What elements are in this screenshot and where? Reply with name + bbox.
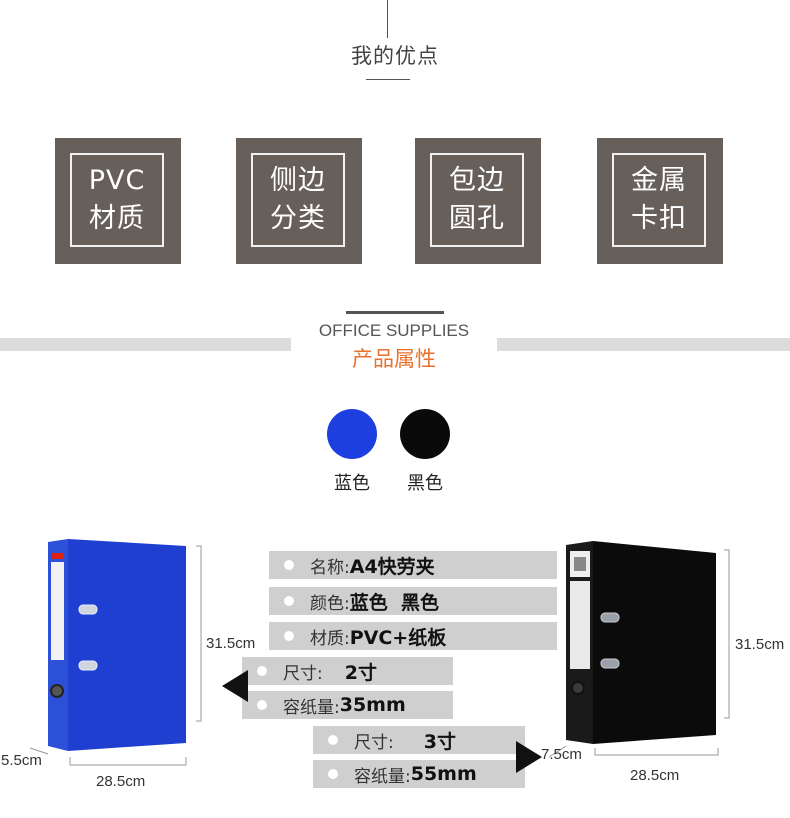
feature-frame: 金属 卡扣 (612, 153, 706, 247)
spec-key: 容纸量: (354, 766, 411, 787)
subheading-cn: 产品属性 (352, 347, 436, 371)
spec-row-name: 名称: A4快劳夹 (269, 551, 557, 579)
bullet-icon (257, 700, 267, 710)
feature-line2: 材质 (89, 203, 145, 234)
title-underline (366, 79, 410, 80)
spec-key: 材质: (310, 628, 350, 649)
arrow-left-icon (222, 670, 248, 702)
black-depth-label: 7.5cm (541, 746, 582, 763)
bullet-icon (257, 666, 267, 676)
swatch-label-blue: 蓝色 (334, 473, 370, 494)
blue-height-label: 31.5cm (206, 635, 256, 652)
spec-value: 蓝色 黑色 (349, 591, 439, 614)
spec-value: PVC+纸板 (349, 626, 447, 649)
bullet-icon (284, 631, 294, 641)
bullet-icon (284, 596, 294, 606)
feature-line2: 分类 (270, 203, 326, 234)
blue-binder-image (48, 539, 186, 751)
divider-bar-right (497, 338, 790, 351)
spec-key: 容纸量: (283, 697, 340, 718)
blue-binder-figure (29, 539, 202, 766)
black-height-label: 31.5cm (735, 636, 785, 653)
spec-row-capacity-35: 容纸量: 35mm (242, 691, 453, 719)
feature-line1: PVC (88, 165, 146, 196)
spec-row-material: 材质: PVC+纸板 (269, 622, 557, 650)
divider-bar-left (0, 338, 291, 351)
feature-frame: PVC 材质 (70, 153, 164, 247)
spec-value: 2寸 (344, 661, 377, 684)
feature-line1: 包边 (449, 165, 505, 196)
arrow-right-icon (516, 741, 542, 773)
blue-dimension-lines (29, 545, 202, 766)
bullet-icon (284, 560, 294, 570)
spec-key: 名称: (310, 557, 350, 578)
spec-value: A4快劳夹 (349, 555, 435, 578)
spec-key: 颜色: (310, 593, 350, 614)
bullet-icon (328, 735, 338, 745)
black-binder-figure (548, 541, 730, 758)
feature-frame: 包边 圆孔 (430, 153, 524, 247)
section-title: 我的优点 (351, 44, 439, 68)
feature-line2: 卡扣 (631, 203, 687, 234)
spec-row-capacity-55: 容纸量: 55mm (313, 760, 525, 788)
feature-line1: 金属 (631, 165, 687, 196)
spec-value: 55mm (410, 763, 477, 785)
black-binder-image (566, 541, 716, 744)
swatch-black[interactable] (400, 409, 450, 459)
header-divider-line (387, 0, 388, 38)
black-dimension-lines (548, 549, 730, 758)
spec-row-size-2: 尺寸: 2寸 (242, 657, 453, 685)
spec-value: 3寸 (423, 730, 456, 753)
black-width-label: 28.5cm (630, 767, 680, 784)
bullet-icon (328, 769, 338, 779)
feature-frame: 侧边 分类 (251, 153, 345, 247)
spec-row-color: 颜色: 蓝色 黑色 (269, 587, 557, 615)
swatch-label-black: 黑色 (407, 473, 443, 494)
feature-tile-pvc: PVC 材质 (55, 138, 181, 264)
feature-tile-side: 侧边 分类 (236, 138, 362, 264)
blue-width-label: 28.5cm (96, 773, 146, 790)
swatch-blue[interactable] (327, 409, 377, 459)
spec-row-size-3: 尺寸: 3寸 (313, 726, 525, 754)
spec-key: 尺寸: (283, 663, 323, 684)
blue-depth-label: 5.5cm (1, 752, 42, 769)
subheading-en: OFFICE SUPPLIES (318, 321, 470, 340)
subheading-topline (346, 311, 444, 314)
feature-tile-metal: 金属 卡扣 (597, 138, 723, 264)
feature-line1: 侧边 (270, 165, 326, 196)
spec-value: 35mm (339, 694, 406, 716)
feature-tile-edge: 包边 圆孔 (415, 138, 541, 264)
spec-key: 尺寸: (354, 732, 394, 753)
feature-line2: 圆孔 (449, 203, 505, 234)
